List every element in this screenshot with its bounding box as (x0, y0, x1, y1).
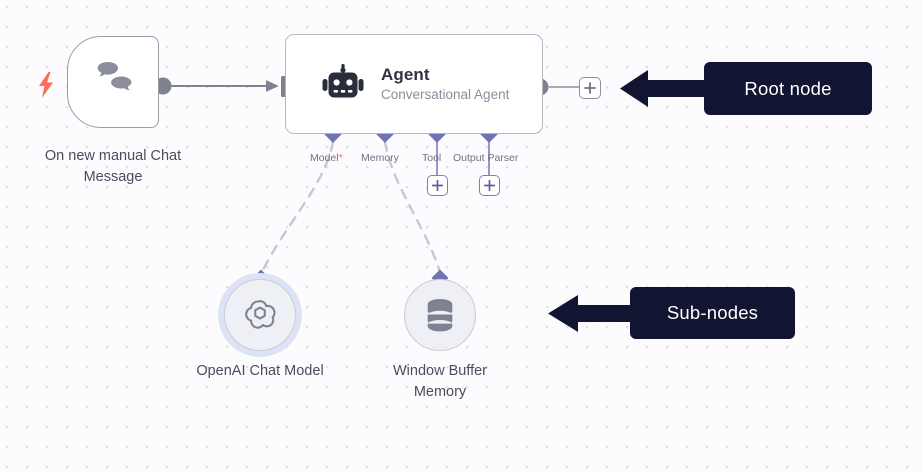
annotation-root-node: Root node (704, 62, 872, 115)
node-agent[interactable]: Agent Conversational Agent (285, 34, 543, 134)
node-caption-openai: OpenAI Chat Model (196, 363, 324, 379)
plus-icon (484, 180, 495, 191)
node-window-buffer-memory[interactable] (404, 279, 476, 351)
add-output-parser-button[interactable] (479, 175, 500, 196)
robot-icon (322, 64, 364, 98)
database-icon (427, 299, 453, 332)
annotation-sub-nodes: Sub-nodes (630, 287, 795, 339)
node-openai-chat-model[interactable] (224, 279, 296, 351)
add-next-node-button[interactable] (579, 77, 601, 99)
port-label-model-text: Model (310, 152, 339, 164)
port-required-asterisk: * (338, 152, 343, 164)
agent-title: Agent (381, 65, 430, 85)
port-label-tool: Tool (422, 152, 442, 164)
node-caption-window-buffer-memory: Window Buffer Memory (392, 363, 488, 400)
openai-logo-icon (245, 300, 276, 329)
node-manual-chat-trigger[interactable] (67, 36, 159, 128)
node-caption-trigger: On new manual Chat Message (44, 148, 182, 185)
plus-icon (584, 82, 596, 94)
chat-bubbles-icon (97, 62, 132, 91)
annotation-sub-nodes-label: Sub-nodes (666, 302, 759, 323)
plus-icon (432, 180, 443, 191)
port-label-output-parser: Output Parser (453, 152, 519, 164)
annotation-root-node-label: Root node (744, 77, 832, 99)
agent-text-block: Agent Conversational Agent (381, 65, 509, 103)
port-label-model: Model* (310, 152, 343, 164)
annotation-arrow-sub (548, 295, 630, 332)
add-tool-button[interactable] (427, 175, 448, 196)
annotation-arrow-root (620, 70, 704, 107)
lightning-bolt-icon (39, 72, 53, 98)
port-label-memory: Memory (361, 152, 399, 164)
agent-subtitle: Conversational Agent (381, 87, 510, 103)
